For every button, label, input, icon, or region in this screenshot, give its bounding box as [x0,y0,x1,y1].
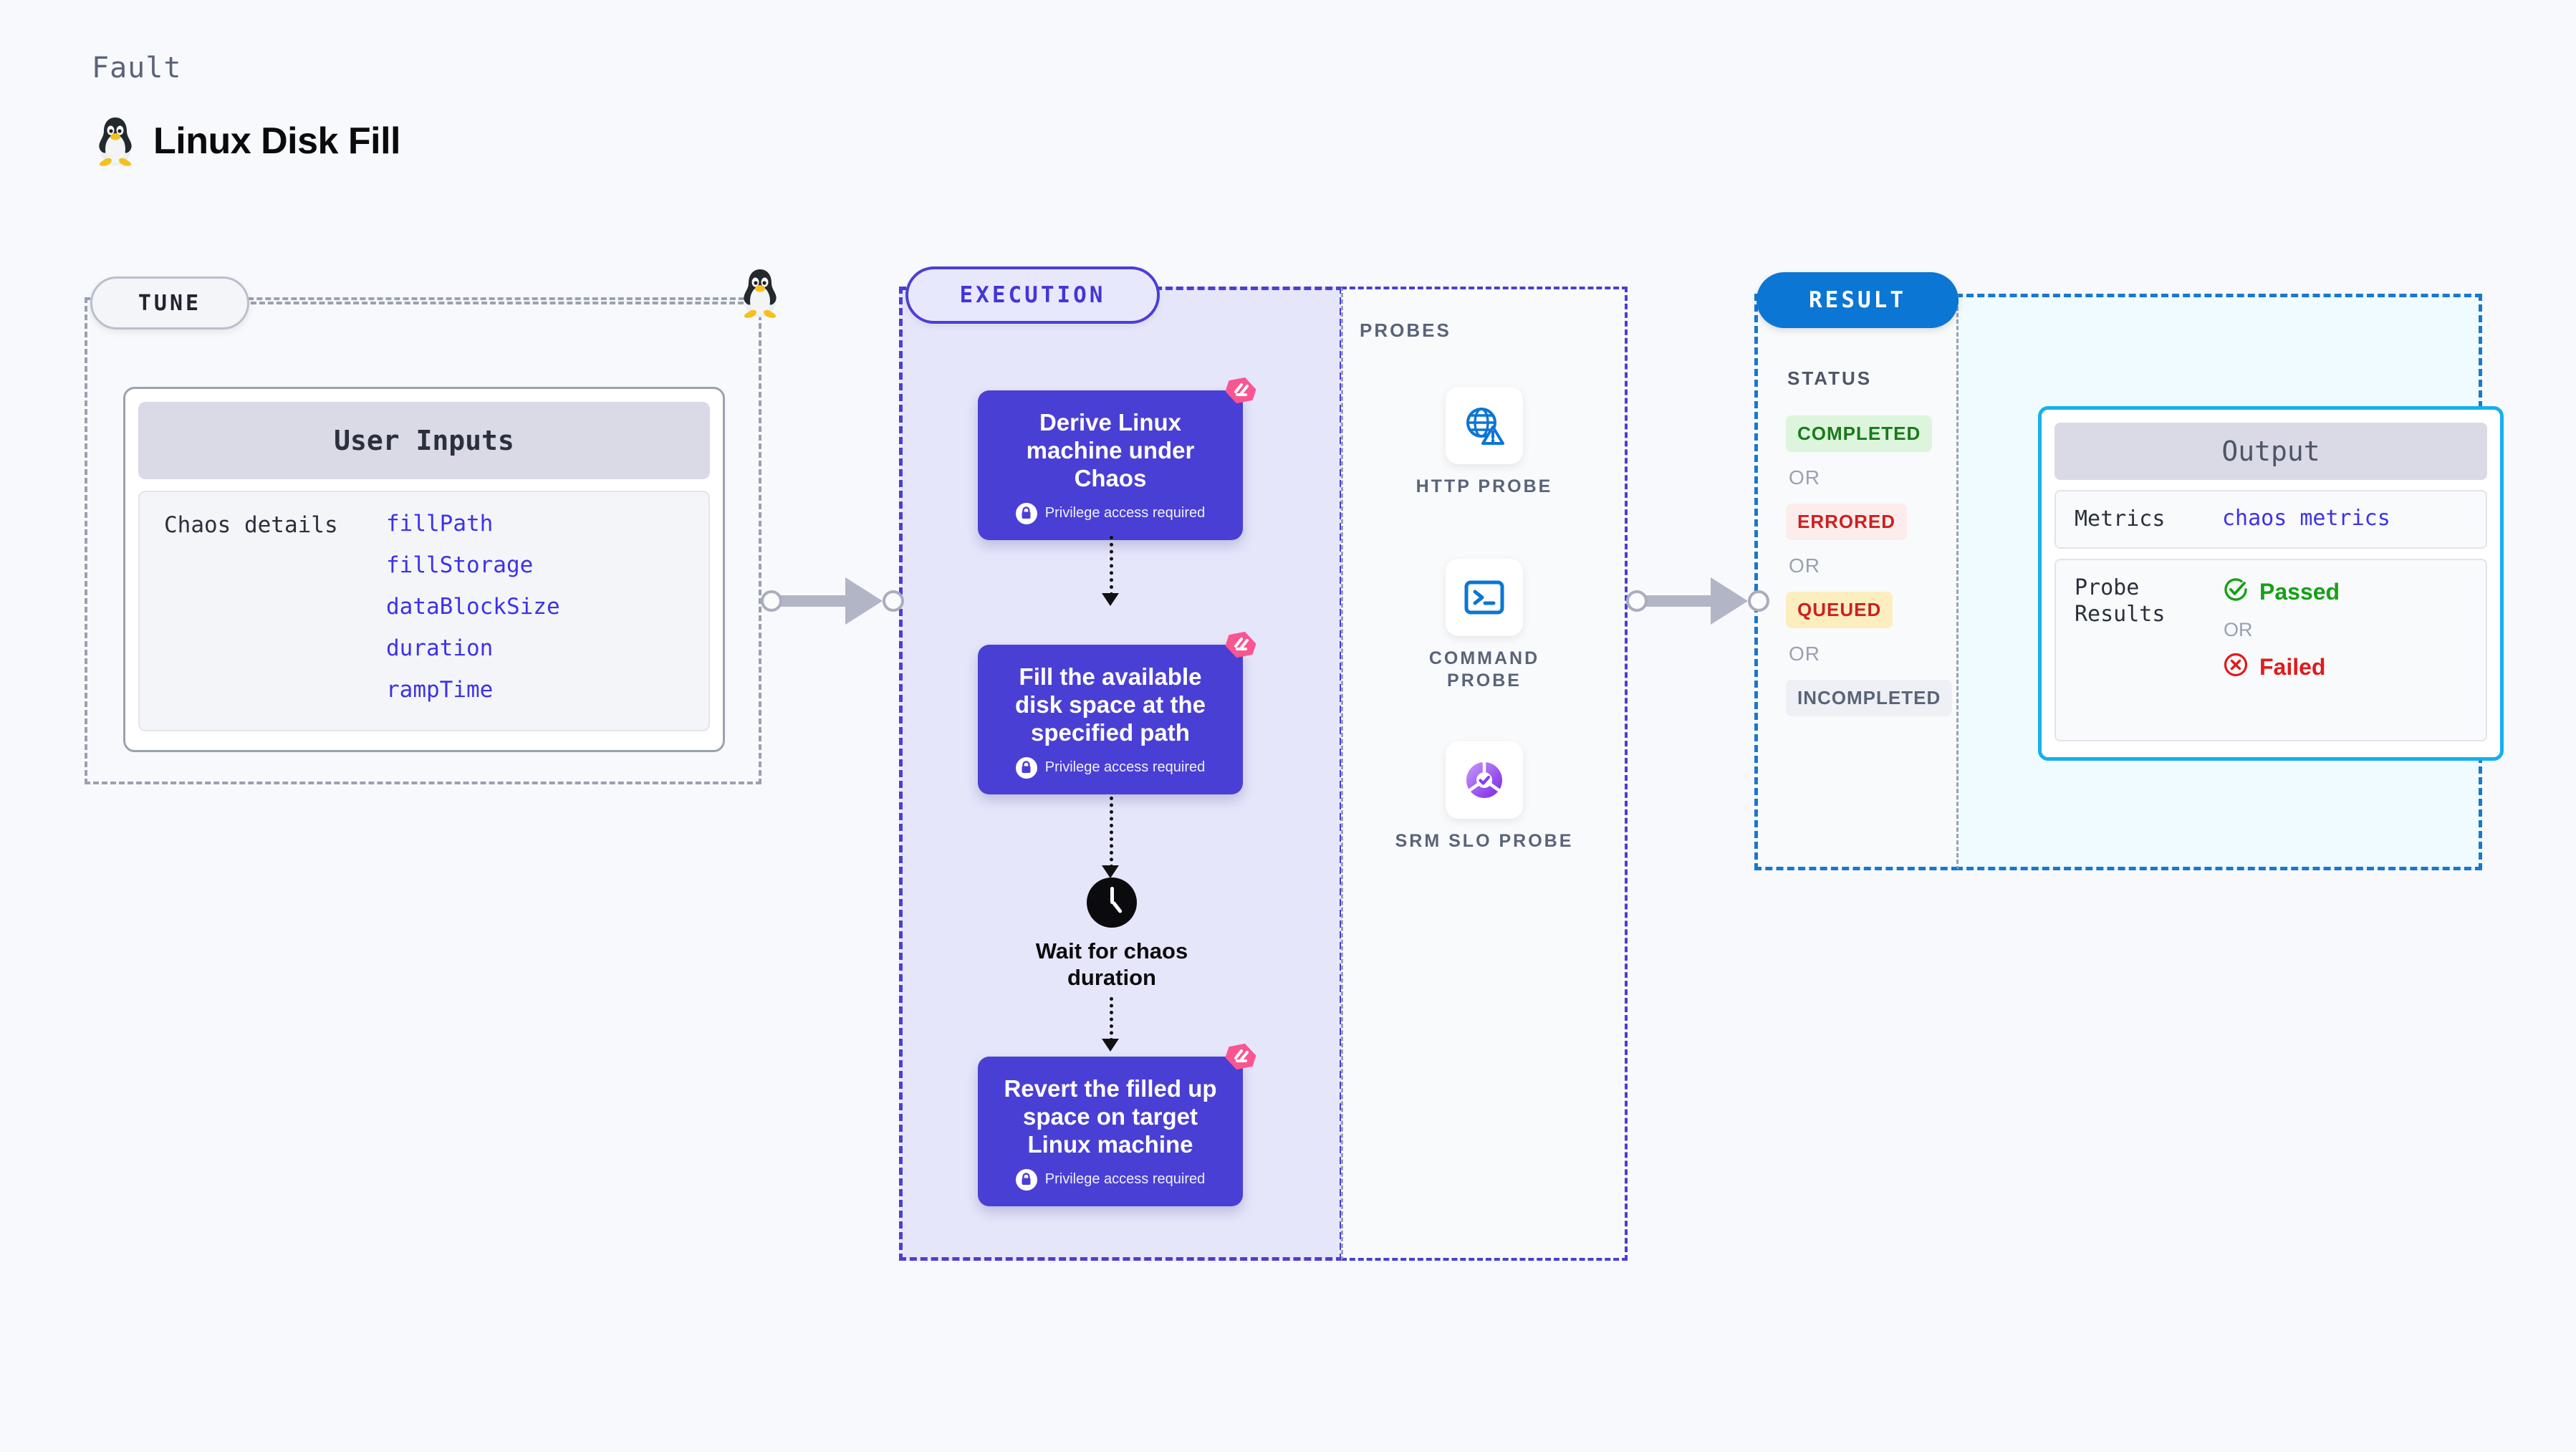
probe-http[interactable]: HTTP PROBE [1391,387,1577,498]
output-metrics-row: Metrics chaos metrics [2054,490,2487,549]
status-badge-completed: COMPLETED [1786,415,1933,452]
tux-penguin-icon [738,266,782,323]
probe-result-failed-label: Failed [2259,654,2326,680]
output-header: Output [2054,423,2487,480]
probe-result-failed: Failed [2222,651,2340,684]
tune-connector-line [251,302,744,304]
litmus-chaos-icon [1224,375,1257,411]
input-fillstorage[interactable]: fillStorage [386,552,534,578]
result-status-frame [1754,294,1959,870]
step-privilege-note: Privilege access required [995,1168,1226,1191]
lock-icon [1015,1168,1037,1191]
wait-for-chaos-duration-node: Wait for chaos duration [1026,878,1198,991]
step-privilege-note: Privilege access required [995,502,1226,524]
connector-tune-to-execution [761,577,904,625]
flow-arrowhead-1 [1102,593,1119,606]
connector-bar [1643,595,1718,607]
user-inputs-body: Chaos details fillPath fillStorage dataB… [138,491,710,731]
user-inputs-card: User Inputs Chaos details fillPath fillS… [123,387,725,752]
page-title-row: Linux Disk Fill [93,115,401,168]
connector-start-dot [1626,590,1648,612]
metrics-key: Metrics [2075,506,2166,532]
status-badge-incompleted: INCOMPLETED [1786,680,1953,716]
page-kicker: Fault [92,52,182,85]
step-privilege-label: Privilege access required [1044,505,1206,521]
flow-arrowhead-2 [1102,865,1119,878]
connector-execution-to-result [1626,577,1769,625]
step-privilege-label: Privilege access required [1044,1171,1206,1188]
status-or-1: OR [1789,466,1820,489]
tune-pill[interactable]: TUNE [90,277,249,330]
status-label: STATUS [1787,367,1873,389]
flow-dotted-line-1 [1110,536,1113,596]
execution-pill[interactable]: EXECUTION [905,266,1160,324]
input-duration[interactable]: duration [386,635,494,661]
status-badge-errored: ERRORED [1786,504,1908,540]
connector-bar [778,595,852,607]
output-card: Output Metrics chaos metrics Probe Resul… [2038,406,2504,761]
step-title: Revert the filled up space on target Lin… [1004,1075,1217,1158]
output-probe-results-row: Probe Results Passed OR [2054,558,2487,741]
connector-arrowhead [845,577,883,625]
litmus-chaos-icon [1224,629,1257,665]
connector-arrowhead [1711,577,1748,625]
page-title: Linux Disk Fill [153,120,401,162]
probe-result-or: OR [2224,618,2253,640]
flow-dotted-line-2 [1110,797,1113,868]
status-list: COMPLETED OR ERRORED OR QUEUED OR INCOMP… [1786,415,1953,716]
step-privilege-label: Privilege access required [1044,759,1206,776]
status-badge-queued: QUEUED [1786,592,1893,628]
lock-icon [1015,756,1037,779]
clock-icon [1087,878,1137,928]
probe-label: HTTP PROBE [1416,476,1553,496]
litmus-chaos-icon [1224,1041,1257,1077]
status-or-3: OR [1789,643,1820,665]
chaos-details-values: fillPath fillStorage dataBlockSize durat… [386,511,560,711]
result-pill[interactable]: RESULT [1756,272,1959,328]
input-ramptime[interactable]: rampTime [386,677,494,703]
probe-result-passed: Passed [2222,576,2340,609]
input-fillpath[interactable]: fillPath [386,511,494,537]
connector-start-dot [761,590,782,612]
execution-step-1[interactable]: Derive Linux machine under Chaos Privile… [978,377,1256,540]
probe-srm-slo[interactable]: SRM SLO PROBE [1391,741,1577,852]
tux-penguin-icon [93,115,138,168]
input-datablocksize[interactable]: dataBlockSize [386,594,560,620]
slo-gauge-check-icon [1446,741,1523,819]
probe-results-key: Probe Results [2075,574,2166,628]
status-or-2: OR [1789,554,1820,577]
probe-label: SRM SLO PROBE [1395,831,1574,851]
tune-section-frame [85,297,761,784]
lock-icon [1015,502,1037,524]
wait-label: Wait for chaos duration [1035,938,1188,991]
probe-results-values: Passed OR Failed [2222,574,2340,684]
chaos-details-key: Chaos details [164,512,338,538]
execution-step-2[interactable]: Fill the available disk space at the spe… [978,631,1256,794]
flow-dotted-line-3 [1110,997,1113,1042]
probes-label: PROBES [1360,319,1451,341]
user-inputs-header: User Inputs [138,402,710,479]
connector-end-dot [883,590,904,612]
x-circle-icon [2222,651,2249,684]
terminal-icon [1446,559,1523,636]
probe-result-passed-label: Passed [2259,579,2340,605]
step-title: Derive Linux machine under Chaos [1026,409,1195,491]
connector-end-dot [1748,590,1769,612]
check-circle-icon [2222,576,2249,609]
probe-label: COMMAND PROBE [1428,648,1540,691]
probe-command[interactable]: COMMAND PROBE [1391,559,1577,693]
globe-warning-icon [1446,387,1523,464]
step-title: Fill the available disk space at the spe… [1015,663,1206,746]
step-privilege-note: Privilege access required [995,756,1226,779]
metrics-link[interactable]: chaos metrics [2222,506,2390,531]
execution-step-3[interactable]: Revert the filled up space on target Lin… [978,1043,1256,1206]
flow-arrowhead-3 [1102,1039,1119,1052]
